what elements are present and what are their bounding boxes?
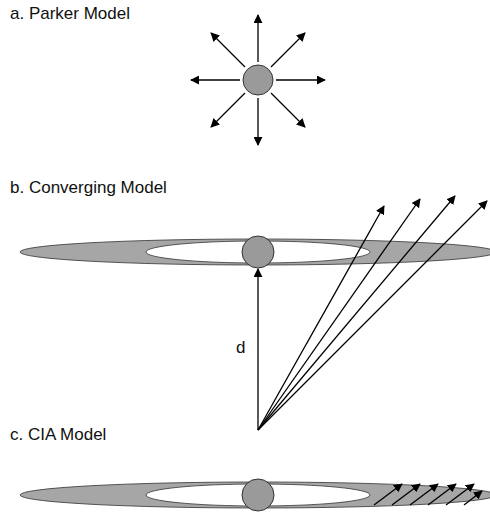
sun-circle [243, 65, 273, 95]
distance-label: d [236, 338, 245, 358]
panel-title: b. Converging Model [10, 178, 167, 198]
panel-title: c. CIA Model [10, 425, 106, 445]
parker-arrows [191, 15, 325, 145]
cia-arrows [374, 484, 482, 505]
sun-circle [242, 479, 274, 511]
distance-arrow [257, 269, 258, 430]
sun-circle [242, 236, 274, 268]
converging-arrows [258, 196, 487, 430]
panel-title: a. Parker Model [10, 4, 130, 24]
